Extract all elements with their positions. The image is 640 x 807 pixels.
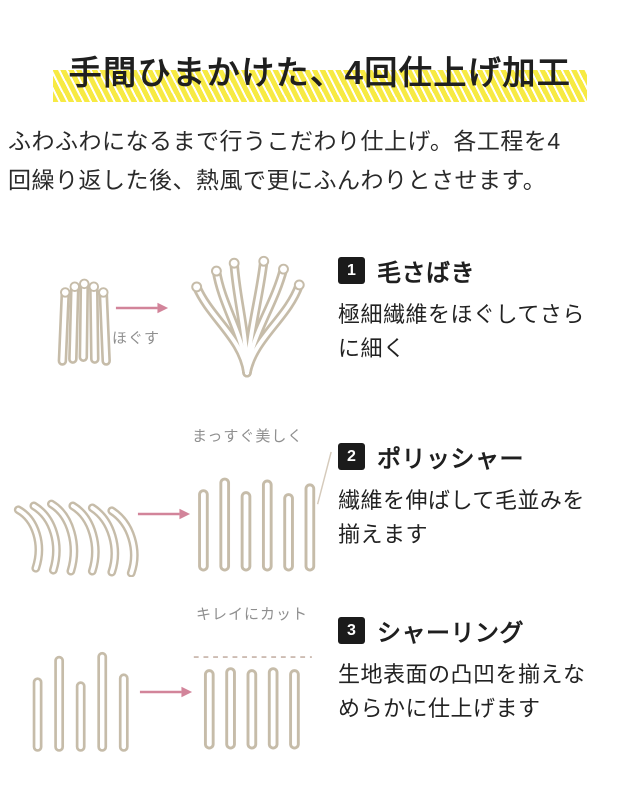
even-pile-illustration	[193, 656, 312, 750]
step-3-text: 3 シャーリング 生地表面の凸凹を揃えなめらかに仕上げます	[338, 599, 632, 751]
yellow-marker-highlight	[52, 70, 588, 102]
bent-fibers-illustration	[13, 499, 139, 578]
process-step-3: キレイにカット 3 シャーリング 生地表面の凸凹を揃えなめらかに仕上げます	[8, 599, 632, 753]
step-number-badge: 3	[338, 617, 365, 645]
uneven-pile-illustration	[32, 652, 129, 753]
step-2-text: 2 ポリッシャー 繊維を伸ばして毛並みを揃えます	[338, 423, 632, 581]
page-title: 手間ひまかけた、4回仕上げ加工	[52, 46, 588, 102]
step-title: ポリッシャー	[377, 446, 524, 474]
step-2-illustration: まっすぐ美しく	[8, 423, 338, 581]
step-1-caption: ほぐす	[112, 330, 161, 348]
step-3-caption: キレイにカット	[196, 606, 309, 624]
step-description: 生地表面の凸凹を揃えなめらかに仕上げます	[338, 662, 586, 722]
arrow-right-icon	[137, 508, 191, 520]
title-section: 手間ひまかけた、4回仕上げ加工	[8, 46, 632, 102]
step-title: シャーリング	[377, 620, 524, 648]
step-1-illustration: ほぐす	[8, 241, 338, 407]
step-description: 極細繊維をほぐしてさらに細く	[338, 302, 585, 362]
intro-paragraph: ふわふわになるまで行うこだわり仕上げ。各工程を4 回繰り返した後、熱風で更にふん…	[8, 122, 632, 199]
process-step-1: ほぐす 1 毛さばき	[8, 241, 632, 407]
arrow-right-icon	[115, 302, 169, 314]
process-step-2: まっすぐ美しく 2 ポリッシャー 繊維を伸ばして毛並みを揃えます	[8, 423, 632, 581]
step-2-heading: 2 ポリッシャー	[338, 439, 628, 474]
arrow-right-icon	[139, 686, 193, 698]
step-title: 毛さばき	[377, 260, 475, 288]
step-description: 繊維を伸ばして毛並みを揃えます	[338, 488, 585, 548]
step-number-badge: 2	[338, 443, 365, 471]
step-3-illustration: キレイにカット	[8, 599, 338, 753]
step-2-caption: まっすぐ美しく	[192, 428, 304, 446]
step-1-heading: 1 毛さばき	[338, 253, 628, 288]
step-3-heading: 3 シャーリング	[338, 613, 628, 648]
step-number-badge: 1	[338, 257, 365, 285]
intro-line-2: 回繰り返した後、熱風で更にふんわりとさせます。	[8, 166, 547, 193]
fiber-bundle-illustration	[57, 278, 111, 367]
intro-line-1: ふわふわになるまで行うこだわり仕上げ。各工程を4	[8, 128, 561, 154]
step-1-text: 1 毛さばき 極細繊維をほぐしてさらに細く	[338, 241, 632, 407]
straight-fibers-illustration	[198, 452, 332, 572]
page-title-text: 手間ひまかけた、4回仕上げ加工	[68, 54, 572, 91]
product-info-page: 手間ひまかけた、4回仕上げ加工 ふわふわになるまで行うこだわり仕上げ。各工程を4…	[0, 46, 640, 807]
fiber-spread-illustration	[191, 256, 305, 378]
